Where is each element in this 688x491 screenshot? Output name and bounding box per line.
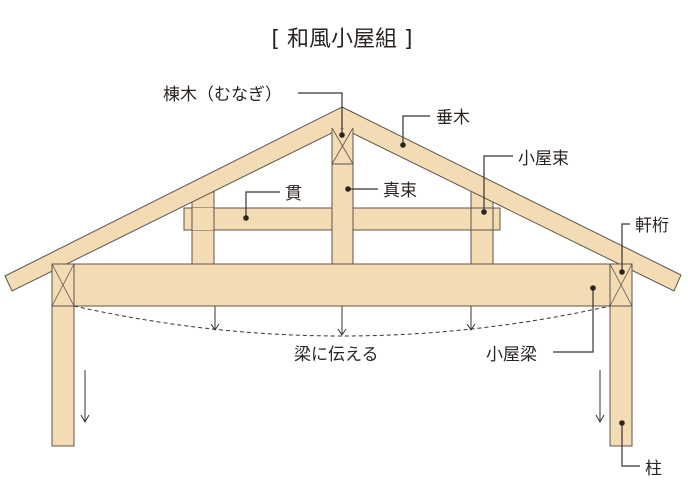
label-munagi: 棟木（むなぎ）	[163, 85, 282, 105]
label-taruki: 垂木	[436, 108, 470, 128]
nuki-tie	[183, 190, 501, 264]
label-load-note: 梁に伝える	[294, 345, 379, 365]
koyabari-beam	[51, 263, 633, 307]
label-shinzuka: 真束	[383, 181, 417, 201]
leader-lines	[243, 92, 640, 467]
label-hashira: 柱	[645, 459, 662, 479]
diagram-title: [ 和風小屋組 ]	[271, 27, 412, 52]
label-nokigeta: 軒桁	[635, 216, 669, 236]
label-nuki: 貫	[285, 184, 302, 204]
load-arrows	[80, 306, 605, 424]
left-nokigeta	[51, 263, 75, 307]
label-koyazuka: 小屋束	[518, 149, 569, 169]
label-koyabari: 小屋梁	[486, 345, 537, 365]
deflection-curve	[73, 305, 611, 337]
right-nokigeta	[609, 263, 633, 307]
